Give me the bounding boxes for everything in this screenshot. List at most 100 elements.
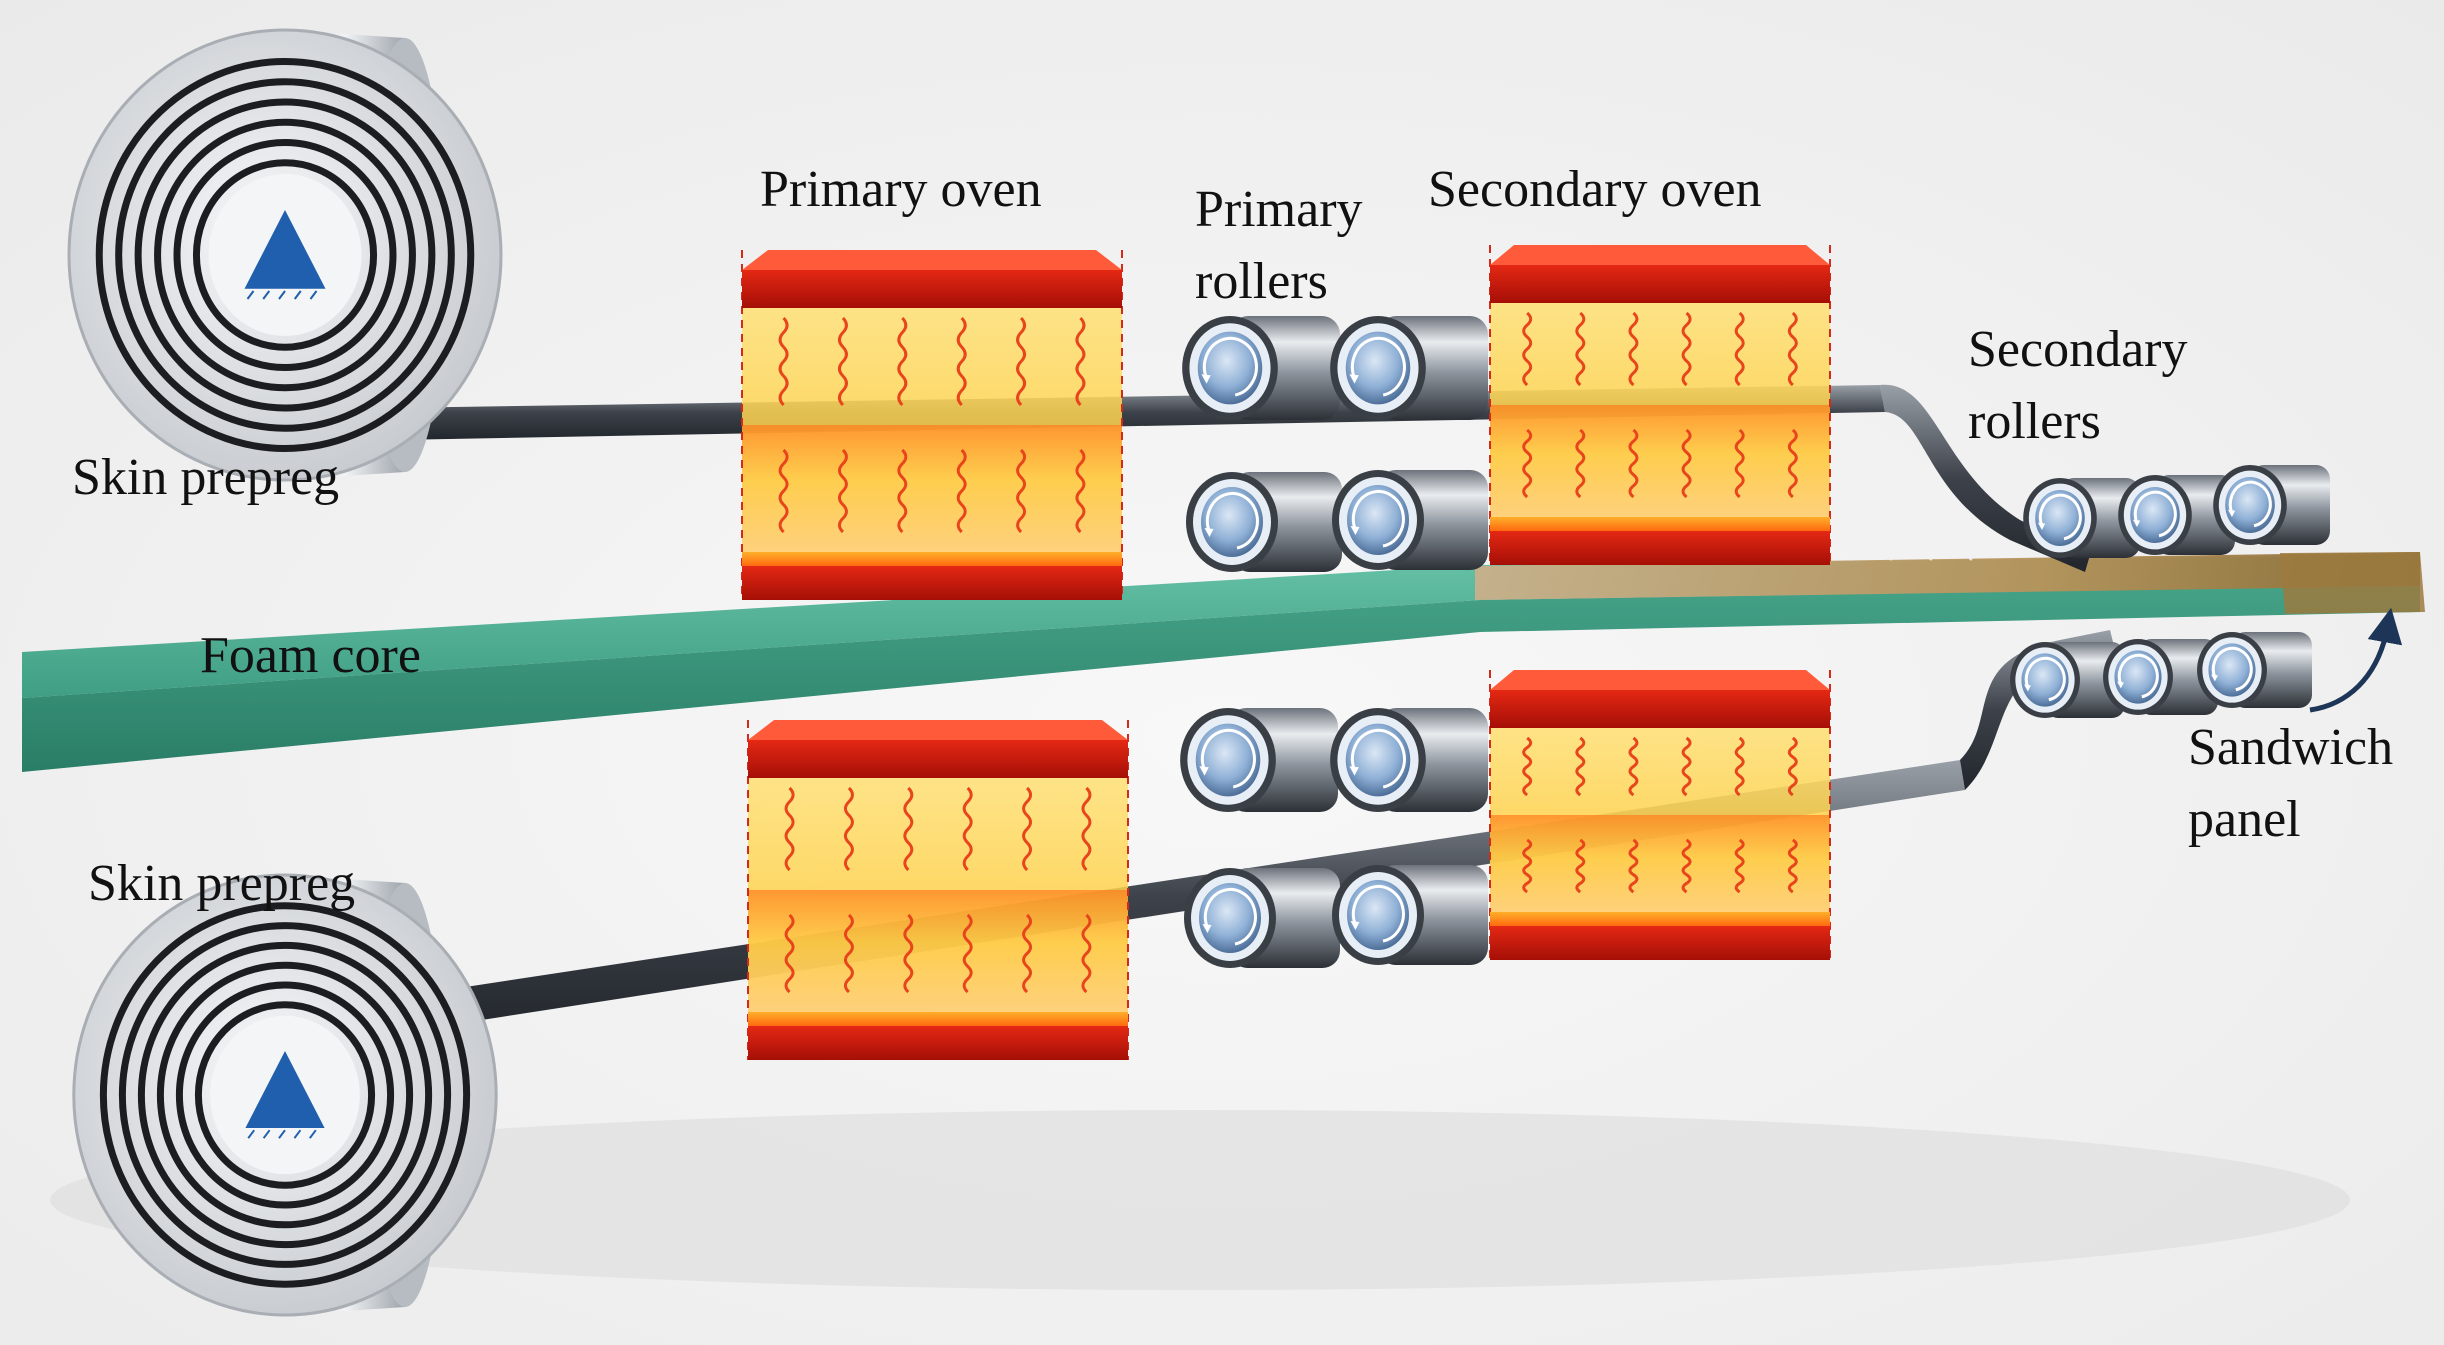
rotation-arrow-head <box>2024 684 2031 692</box>
rotation-arrow-icon <box>2228 480 2272 528</box>
spool-winding-ring <box>99 902 471 1288</box>
roller-icon <box>2023 478 2140 558</box>
oven-bottom-plate-front <box>1490 531 1830 565</box>
roller-icon <box>2197 632 2312 708</box>
label-secondary-rollers-line1: Secondary <box>1968 321 2187 378</box>
spool-winding-ring <box>192 159 378 351</box>
heat-wave-icon <box>1575 428 1586 499</box>
label-sandwich-panel-line2: panel <box>2188 791 2301 848</box>
heat-wave-icon <box>1575 838 1586 894</box>
spool-mark-hatch <box>278 1129 286 1139</box>
roller-face <box>1197 331 1263 405</box>
spool-winding-ring <box>134 98 436 412</box>
rotation-arrow-head <box>1199 766 1209 776</box>
rotation-arrow-head <box>2038 522 2046 530</box>
roller-face <box>2021 653 2069 707</box>
roller-face <box>1199 883 1261 953</box>
roller-face <box>1345 331 1411 405</box>
roller-face <box>1347 880 1409 950</box>
oven-top-plate-front <box>748 740 1128 778</box>
heat-wave-icon <box>1681 838 1692 894</box>
heat-wave-icon <box>1075 448 1086 534</box>
rotation-arrow-head <box>2211 674 2218 682</box>
secondary-rollers-upper <box>2023 465 2330 558</box>
roller-face <box>2114 650 2162 704</box>
heat-wisp <box>1965 527 1975 561</box>
oven-bottom-plate-front <box>748 1026 1128 1060</box>
rotation-arrow-icon <box>2211 646 2253 692</box>
spool-mark-hatch <box>309 290 318 300</box>
heat-wave-icon <box>1734 311 1745 387</box>
rotation-arrow-head <box>2133 519 2141 527</box>
heat-wave-icon <box>784 786 795 872</box>
spool-mark-hatch <box>308 1129 317 1139</box>
foam-core-front-face <box>22 585 2420 772</box>
rotation-arrow-icon <box>2024 656 2066 702</box>
heat-wave-icon <box>1681 311 1692 387</box>
oven-bottom-plate-top <box>1490 912 1830 926</box>
spool-mark-hatch <box>246 290 255 300</box>
label-primary-rollers-line2: rollers <box>1195 253 1328 310</box>
oven-top-plate-upper <box>1490 245 1830 265</box>
roller-icon <box>1184 868 1340 968</box>
top-prepreg-spool <box>67 28 503 482</box>
rotation-arrow-head <box>1350 921 1360 930</box>
oven-top-plate-front <box>1490 265 1830 303</box>
heat-wave-icon <box>1575 736 1586 797</box>
roller-face <box>2035 490 2085 546</box>
heat-wave-icon <box>1628 428 1639 499</box>
rotation-arrow-icon <box>1351 884 1405 943</box>
oven-top-plate-front <box>1490 690 1830 728</box>
rotation-arrow-icon <box>2038 493 2082 541</box>
heat-wave-icon <box>962 786 973 872</box>
heat-wisp <box>1845 527 1855 561</box>
heat-wave-icon <box>903 786 914 872</box>
rotation-arrow-icon <box>1203 887 1257 946</box>
heat-wave-icon <box>956 448 967 534</box>
roller-icon <box>2010 642 2125 718</box>
heat-wave-icon <box>778 448 789 534</box>
spool-mark-hatch <box>262 1129 271 1139</box>
heat-wave-icon <box>1681 736 1692 797</box>
heat-wave-icon <box>962 913 973 994</box>
rotation-arrow-head <box>1349 374 1359 384</box>
label-skin-prepreg-bottom: Skin prepreg <box>88 855 355 912</box>
spool-mark-hatch <box>293 290 302 300</box>
oven-glow-lower <box>748 890 1128 1022</box>
roller-icon <box>1330 708 1488 812</box>
roller-face <box>1195 723 1261 797</box>
roller-face <box>2225 477 2275 533</box>
spool-winding-ring <box>175 981 395 1209</box>
roller-icon <box>1330 316 1488 420</box>
roller-icon <box>2103 639 2218 715</box>
rotation-arrow-head <box>1201 374 1211 384</box>
roller-icon <box>1182 316 1340 420</box>
primary-rollers-lower <box>1180 708 1488 968</box>
rotation-arrow-head <box>2117 681 2124 689</box>
oven-glow-lower <box>742 425 1122 562</box>
spool-winding-ring <box>137 941 433 1249</box>
heat-wave-icon <box>1628 838 1639 894</box>
heat-wave-icon <box>843 786 854 872</box>
rotation-arrow-head <box>1204 528 1214 537</box>
spool-mark-hatch <box>278 290 286 300</box>
spool-winding-ring <box>115 78 455 432</box>
heat-wisp <box>1925 527 1935 561</box>
oven-bottom-plate-top <box>1490 517 1830 531</box>
spool-winding-ring <box>95 58 475 452</box>
rotation-arrow-head <box>1202 924 1212 933</box>
secondary-oven-bottom <box>1489 670 1831 960</box>
rotation-arrow-head <box>1349 766 1359 776</box>
rotation-arrow-icon <box>1205 491 1259 550</box>
label-primary-rollers-line1: Primary <box>1195 181 1363 238</box>
heat-wave-icon <box>1734 838 1745 894</box>
rotation-arrow-icon <box>1350 336 1406 397</box>
spool-mark-icon <box>245 1051 325 1128</box>
oven-bottom-plate-front <box>742 566 1122 600</box>
heat-wave-icon <box>1734 428 1745 499</box>
spool-winding-ring <box>154 118 416 392</box>
heat-wave-icon <box>784 913 795 994</box>
heat-wave-icon <box>1681 428 1692 499</box>
oven-top-plate-upper <box>742 250 1122 270</box>
roller-icon <box>1332 470 1488 570</box>
